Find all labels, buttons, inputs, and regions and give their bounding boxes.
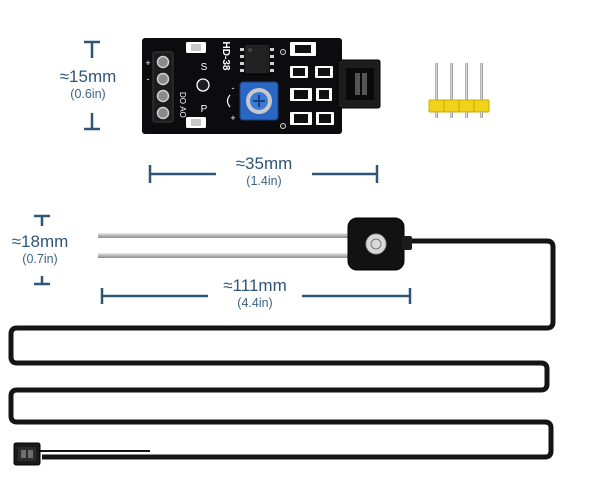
board-width-dimension: ≈35mm (1.4in) [148,154,379,188]
pin-label-minus: - [147,74,150,84]
pot-mark-plus: + [230,113,235,123]
probe-width-imperial: (0.7in) [22,252,57,266]
board-model-label: HD-38 [220,42,231,71]
cable-connector [13,442,41,466]
header-pins [428,63,490,118]
led-label-signal: S [201,62,208,73]
board-height-metric: ≈15mm [60,67,117,86]
sensor-cable [8,238,556,460]
pot-mark-minus: - [232,83,235,93]
led-label-power: P [201,104,208,115]
probe-length-imperial: (4.4in) [237,296,272,310]
board-width-metric: ≈35mm [236,154,293,173]
pin-label-ao: AO [178,106,187,118]
probe-width-metric: ≈18mm [12,232,69,251]
board-height-dimension: ≈15mm (0.6in) [60,40,117,131]
soil-probe [98,217,412,271]
potentiometer [239,81,279,121]
probe-length-metric: ≈111mm [223,276,287,295]
probe-length-dimension: ≈111mm (4.4in) [100,276,412,310]
board-width-imperial: (1.4in) [246,174,281,188]
pin-label-plus: + [145,58,150,68]
probe-width-dimension: ≈18mm (0.7in) [12,214,69,286]
board-height-imperial: (0.6in) [70,87,105,101]
pin-label-do: DO [178,92,187,104]
sensor-board: + - DO AO S P HD-38 - + [142,38,381,134]
